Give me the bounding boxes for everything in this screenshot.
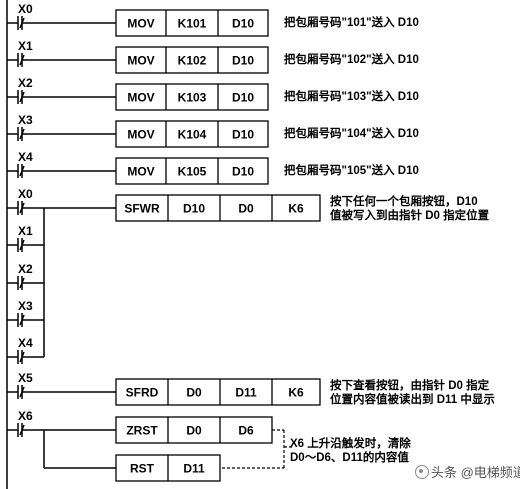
instruction-cell: K6 <box>288 202 304 216</box>
contact-label: X0 <box>18 2 33 16</box>
contact-label: X6 <box>18 409 33 423</box>
sfwr-contact-x4: X4 <box>7 336 33 364</box>
comment-line: 把包厢号码"104"送入 D10 <box>284 128 419 140</box>
zrst-instruction: ZRST D0 D6 <box>115 416 273 444</box>
contact-label: X4 <box>18 336 33 350</box>
rst-instruction: RST D11 <box>115 454 221 482</box>
instruction-box-frame <box>115 83 269 111</box>
instruction-cell: D10 <box>232 128 254 142</box>
contact-label: X3 <box>18 113 33 127</box>
instruction-cell: K105 <box>178 165 207 179</box>
instruction-cell: MOV <box>127 91 154 105</box>
instruction-box-frame <box>115 9 269 37</box>
instruction-cell: MOV <box>127 128 154 142</box>
instruction-cell: RST <box>130 462 155 476</box>
sfwr-instruction: SFWR D10 D0 K6 <box>115 194 321 222</box>
comment-line: 把包厢号码"102"送入 D10 <box>284 54 419 66</box>
contact-label: X1 <box>18 39 33 53</box>
comment-line: 按下任何一个包厢按钮，D10 <box>330 196 478 208</box>
contact-x4: X4 <box>7 150 33 178</box>
instruction-cell: D10 <box>232 165 254 179</box>
instruction-cell: K104 <box>178 128 207 142</box>
sfwr-contact-x2: X2 <box>7 262 33 290</box>
instruction-cell: D0 <box>186 424 202 438</box>
instruction-box-frame <box>115 416 273 444</box>
instruction-cell: SFRD <box>126 386 159 400</box>
instruction-cell: K101 <box>178 17 207 31</box>
contact-label: X2 <box>18 262 33 276</box>
mov-instruction: MOV K105 D10 <box>115 157 269 185</box>
contact-label: X5 <box>18 371 33 385</box>
instruction-cell: ZRST <box>126 424 158 438</box>
contact-label: X3 <box>18 299 33 313</box>
instruction-cell: D11 <box>235 386 257 400</box>
comment-line: 按下查看按钮，由指针 D0 指定 <box>330 380 490 392</box>
instruction-cell: SFWR <box>124 202 160 216</box>
instruction-cell: D10 <box>232 54 254 68</box>
comment-line: D0～D6、D11的内容值 <box>290 452 409 464</box>
sfwr-contact-x0: X0 <box>7 187 33 215</box>
rung-comment: 把包厢号码"104"送入 D10 <box>284 127 419 141</box>
contact-x2: X2 <box>7 76 33 104</box>
instruction-cell: K103 <box>178 91 207 105</box>
rung-comment: 把包厢号码"102"送入 D10 <box>284 53 419 67</box>
watermark: 头条 @电梯频道 <box>415 462 520 481</box>
instruction-box-frame <box>115 157 269 185</box>
instruction-cell: D0 <box>238 202 254 216</box>
instruction-box-frame <box>115 194 321 222</box>
instruction-cell: K102 <box>178 54 207 68</box>
sfrd-comment: 按下查看按钮，由指针 D0 指定位置内容值被读出到 D11 中显示 <box>330 379 495 407</box>
rung-comment: 把包厢号码"105"送入 D10 <box>284 164 419 178</box>
contact-label: X0 <box>18 187 33 201</box>
comment-line: 把包厢号码"103"送入 D10 <box>284 91 419 103</box>
comment-line: 把包厢号码"105"送入 D10 <box>284 165 419 177</box>
instruction-cell: D6 <box>238 424 254 438</box>
instruction-cell: MOV <box>127 54 154 68</box>
instruction-cell: MOV <box>127 165 154 179</box>
instruction-cell: D11 <box>183 462 205 476</box>
watermark-logo-icon <box>415 465 429 479</box>
rung-comment: 把包厢号码"101"送入 D10 <box>284 16 419 30</box>
instruction-box-frame <box>115 120 269 148</box>
contact-x0: X0 <box>7 2 33 30</box>
sfwr-contact-x3: X3 <box>7 299 33 327</box>
sfwr-contact-x1: X1 <box>7 224 33 252</box>
instruction-box-frame <box>115 46 269 74</box>
instruction-cell: K6 <box>288 386 304 400</box>
rung-comment: 把包厢号码"103"送入 D10 <box>284 90 419 104</box>
contact-label: X1 <box>18 224 33 238</box>
contact-x6: X6 <box>7 409 33 437</box>
mov-instruction: MOV K104 D10 <box>115 120 269 148</box>
contact-x5: X5 <box>7 371 33 399</box>
instruction-box-frame <box>115 378 321 406</box>
comment-line: 位置内容值被读出到 D11 中显示 <box>330 394 495 406</box>
sfrd-instruction: SFRD D0 D11 K6 <box>115 378 321 406</box>
mov-instruction: MOV K102 D10 <box>115 46 269 74</box>
contact-x3: X3 <box>7 113 33 141</box>
reset-comment: X6 上升沿触发时，清除 D0～D6、D11的内容值 <box>290 437 411 465</box>
instruction-cell: D0 <box>186 386 202 400</box>
instruction-cell: D10 <box>232 91 254 105</box>
instruction-cell: D10 <box>183 202 205 216</box>
instruction-cell: MOV <box>127 17 154 31</box>
contact-label: X2 <box>18 76 33 90</box>
mov-instruction: MOV K103 D10 <box>115 83 269 111</box>
sfwr-comment: 按下任何一个包厢按钮，D10 值被写入到由指针 D0 指定位置 <box>330 195 489 223</box>
comment-line: 把包厢号码"101"送入 D10 <box>284 17 419 29</box>
comment-line: X6 上升沿触发时，清除 <box>290 438 411 450</box>
contact-x1: X1 <box>7 39 33 67</box>
contact-label: X4 <box>18 150 33 164</box>
mov-instruction: MOV K101 D10 <box>115 9 269 37</box>
comment-line: 值被写入到由指针 D0 指定位置 <box>330 210 490 222</box>
instruction-cell: D10 <box>232 17 254 31</box>
watermark-text: 头条 @电梯频道 <box>431 465 520 480</box>
